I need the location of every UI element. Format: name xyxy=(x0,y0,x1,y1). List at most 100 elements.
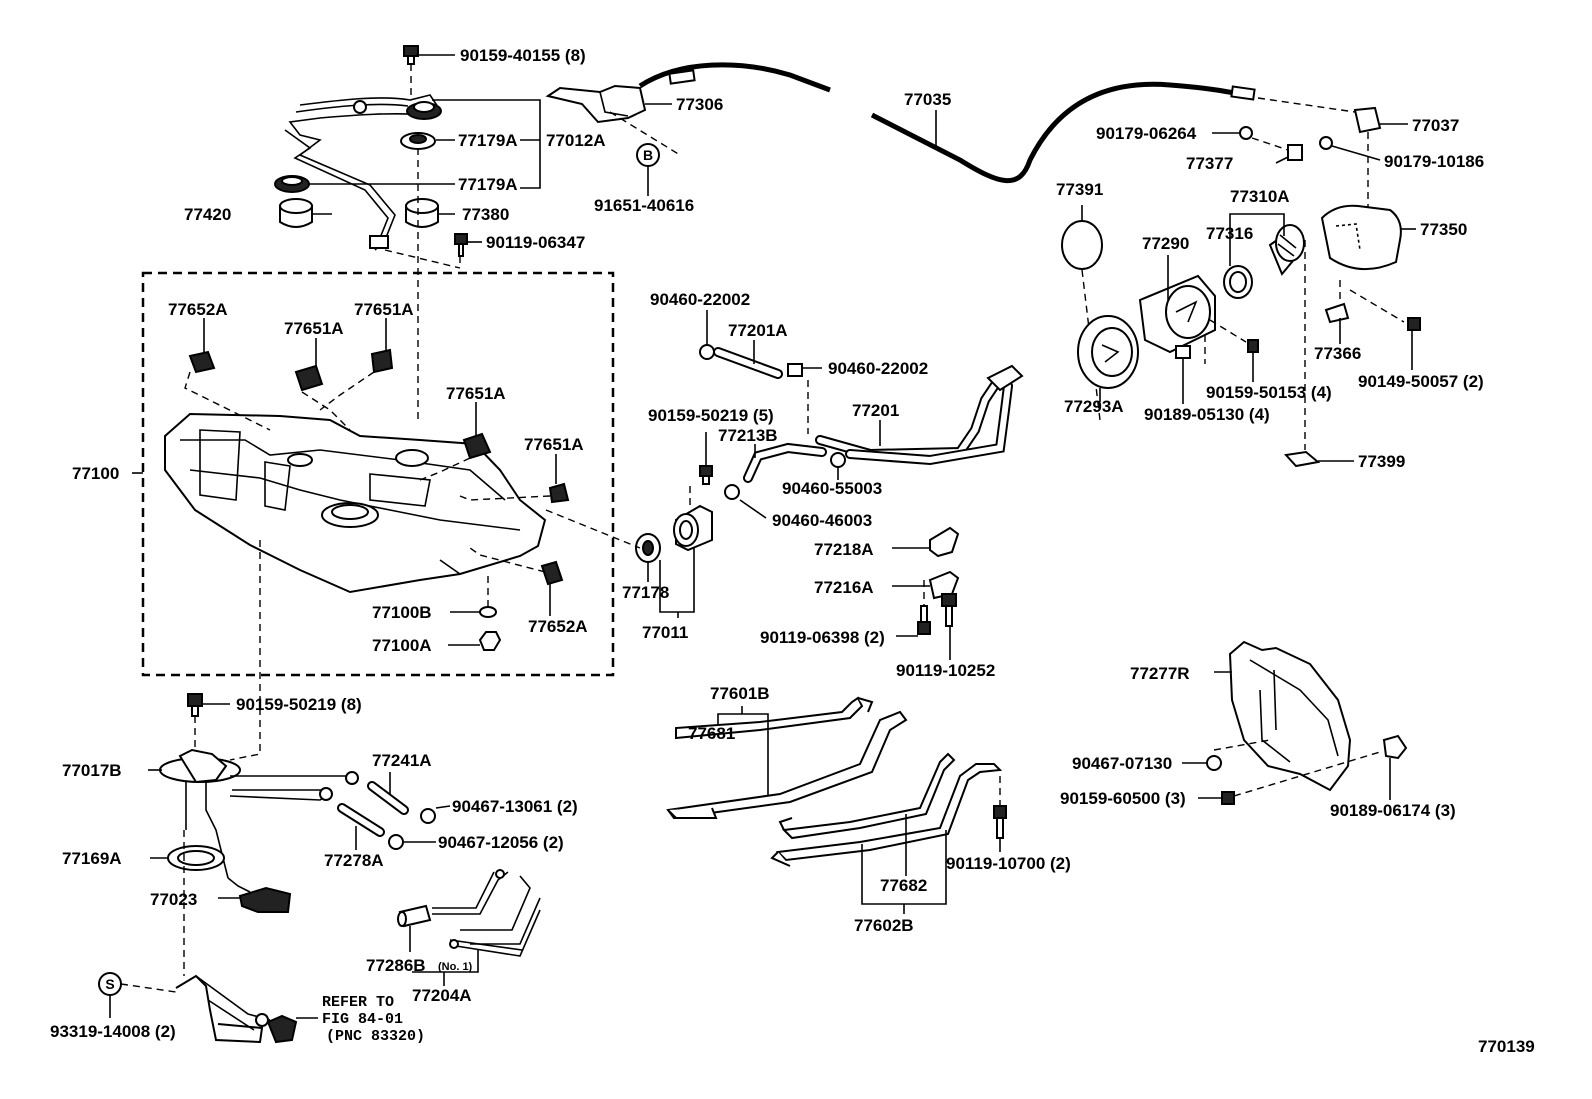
screw-90179-10186 xyxy=(1319,136,1333,150)
svg-text:77601B: 77601B xyxy=(710,684,770,703)
label-90159-60500: 90159-60500 (3) xyxy=(1060,789,1186,808)
label-77278A: 77278A xyxy=(324,851,384,870)
gasket-77169A xyxy=(167,845,225,871)
pump-bracket-77017B xyxy=(159,748,241,879)
hose-77241A xyxy=(367,781,409,815)
pad-77652A-a xyxy=(188,350,216,374)
label-77023: 77023 xyxy=(150,890,197,909)
label-77399: 77399 xyxy=(1358,452,1405,471)
label-77290: 77290 xyxy=(1142,234,1189,253)
label-90159-50219-8: 90159-50219 (8) xyxy=(236,695,362,714)
svg-text:77216A: 77216A xyxy=(814,578,874,597)
label-77652A-b: 77652A xyxy=(528,617,588,636)
label-90159-50153: 90159-50153 (4) xyxy=(1206,383,1332,402)
label-77178: 77178 xyxy=(622,583,669,602)
label-77651A-b: 77651A xyxy=(354,300,414,319)
clamp-90460-46003 xyxy=(724,484,740,500)
bracket-77399 xyxy=(1284,450,1321,468)
svg-text:77286B: 77286B xyxy=(366,956,426,975)
label-77204A: 77204A xyxy=(412,986,472,1005)
svg-text:77366: 77366 xyxy=(1314,344,1361,363)
svg-text:90119-06398 (2): 90119-06398 (2) xyxy=(760,628,885,647)
svg-text:77602B: 77602B xyxy=(854,916,914,935)
gasket-77391 xyxy=(1061,220,1103,270)
label-77316: 77316 xyxy=(1206,224,1253,243)
label-77201: 77201 xyxy=(852,401,899,420)
svg-text:(No. 1): (No. 1) xyxy=(438,961,473,973)
hose-77213B xyxy=(743,442,827,483)
svg-text:77651A: 77651A xyxy=(354,300,414,319)
svg-text:77179A: 77179A xyxy=(458,175,518,194)
bolt-90159-50219-8 xyxy=(187,693,203,717)
svg-text:90149-50057 (2): 90149-50057 (2) xyxy=(1358,372,1484,391)
svg-text:77277R: 77277R xyxy=(1130,664,1190,683)
svg-text:77213B: 77213B xyxy=(718,426,778,445)
label-77037: 77037 xyxy=(1412,116,1459,135)
svg-text:90119-10700 (2): 90119-10700 (2) xyxy=(946,854,1071,873)
label-77286B: 77286B (No. 1) xyxy=(366,956,473,975)
hose-77201A xyxy=(713,347,783,379)
fuel-sender-77023 xyxy=(227,877,292,913)
grommet-77012A-upper xyxy=(406,101,442,120)
clamp-90460-55003 xyxy=(830,452,846,468)
svg-text:90189-05130 (4): 90189-05130 (4) xyxy=(1144,405,1270,424)
svg-text:77017B: 77017B xyxy=(62,761,122,780)
label-77100B: 77100B xyxy=(372,603,432,622)
cap-77310A xyxy=(1268,224,1305,276)
label-90189-05130: 90189-05130 (4) xyxy=(1144,405,1270,424)
svg-text:90159-40155 (8): 90159-40155 (8) xyxy=(460,46,586,65)
svg-text:77218A: 77218A xyxy=(814,540,874,559)
label-90460-22002-b: 90460-22002 xyxy=(828,359,928,378)
svg-text:90179-10186: 90179-10186 xyxy=(1384,152,1484,171)
label-93319-14008: 93319-14008 (2) xyxy=(50,1022,176,1041)
label-77377: 77377 xyxy=(1186,154,1233,173)
svg-text:90159-50219 (8): 90159-50219 (8) xyxy=(236,695,362,714)
svg-text:90460-22002: 90460-22002 xyxy=(828,359,928,378)
marker-b-circle: B xyxy=(636,143,660,167)
svg-text:FIG 84-01: FIG 84-01 xyxy=(322,1011,403,1028)
pad-77651A-d xyxy=(548,482,570,504)
svg-text:90460-55003: 90460-55003 xyxy=(782,479,882,498)
pad-77652A-b xyxy=(540,560,564,586)
label-77601B: 77601B xyxy=(710,684,770,703)
svg-text:77011: 77011 xyxy=(642,623,688,642)
label-77602B: 77602B xyxy=(854,916,914,935)
svg-text:77652A: 77652A xyxy=(528,617,588,636)
svg-text:77651A: 77651A xyxy=(446,384,506,403)
label-90467-13061: 90467-13061 (2) xyxy=(452,797,578,816)
svg-text:90460-46003: 90460-46003 xyxy=(772,511,872,530)
label-77306: 77306 xyxy=(676,95,723,114)
svg-text:90467-13061 (2): 90467-13061 (2) xyxy=(452,797,578,816)
svg-text:77391: 77391 xyxy=(1056,180,1103,199)
label-91651-40616: 91651-40616 xyxy=(594,196,694,215)
svg-text:77037: 77037 xyxy=(1412,116,1459,135)
svg-text:77023: 77023 xyxy=(150,890,197,909)
label-90467-07130: 90467-07130 xyxy=(1072,754,1172,773)
label-77681: 77681 xyxy=(688,724,735,743)
marker-s-circle: S xyxy=(98,972,122,996)
hose-77286B xyxy=(397,904,432,928)
svg-text:77201A: 77201A xyxy=(728,321,788,340)
label-77100A: 77100A xyxy=(372,636,432,655)
strap-77682 xyxy=(778,752,956,840)
label-77380: 77380 xyxy=(462,205,509,224)
svg-text:91651-40616: 91651-40616 xyxy=(594,196,694,215)
label-77366: 77366 xyxy=(1314,344,1361,363)
label-90149-50057: 90149-50057 (2) xyxy=(1358,372,1484,391)
nut-77100A xyxy=(478,631,502,651)
bolt-90119-10700 xyxy=(993,805,1007,839)
svg-text:77652A: 77652A xyxy=(168,300,228,319)
bolt-90119-06398 xyxy=(917,605,931,635)
svg-text:90179-06264: 90179-06264 xyxy=(1096,124,1197,143)
bracket-77306 xyxy=(545,84,647,124)
svg-text:90119-10252: 90119-10252 xyxy=(896,661,995,680)
fuel-tank-77100 xyxy=(164,412,547,594)
grommet-77179A-a xyxy=(400,132,436,150)
label-77277R: 77277R xyxy=(1130,664,1190,683)
pad-77651A-a xyxy=(294,364,324,392)
pad-77651A-b xyxy=(370,348,394,374)
diagram-id: 770139 xyxy=(1478,1037,1535,1056)
latch-77037 xyxy=(1353,106,1382,134)
label-90119-06347: 90119-06347 xyxy=(486,233,585,252)
svg-text:90159-60500 (3): 90159-60500 (3) xyxy=(1060,789,1186,808)
